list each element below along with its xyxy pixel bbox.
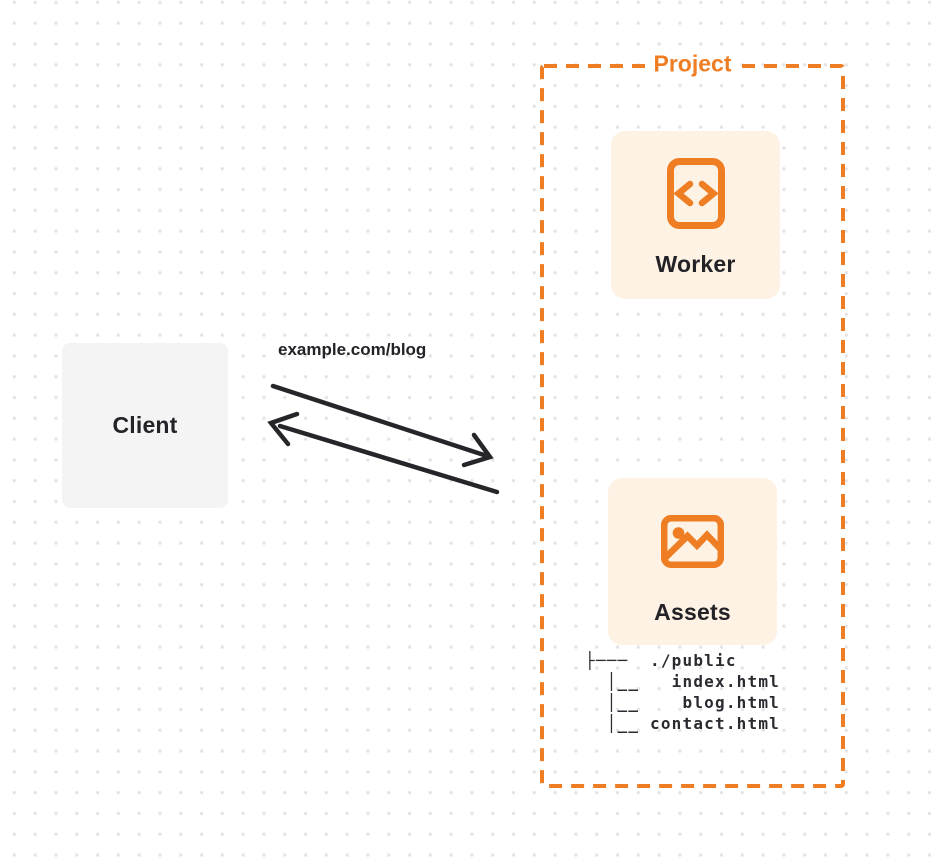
project-boundary: Project Worker Assets ├─── ./public │__ …	[540, 50, 845, 788]
worker-node: Worker	[611, 131, 780, 299]
code-file-icon	[666, 158, 725, 229]
response-arrow-line	[277, 423, 500, 495]
request-url-label: example.com/blog	[278, 340, 427, 359]
project-border	[540, 64, 845, 788]
assets-label: Assets	[654, 599, 731, 625]
image-icon	[661, 515, 724, 568]
client-node: Client	[62, 343, 228, 508]
project-label: Project	[644, 50, 741, 78]
request-arrowhead	[461, 432, 494, 468]
worker-label: Worker	[655, 251, 736, 277]
response-arrowhead	[267, 411, 300, 447]
assets-node: Assets	[608, 478, 777, 645]
client-label: Client	[112, 412, 178, 438]
assets-file-tree: ├─── ./public │__ index.html │__ blog.ht…	[585, 651, 780, 733]
request-arrow-line	[270, 383, 487, 458]
